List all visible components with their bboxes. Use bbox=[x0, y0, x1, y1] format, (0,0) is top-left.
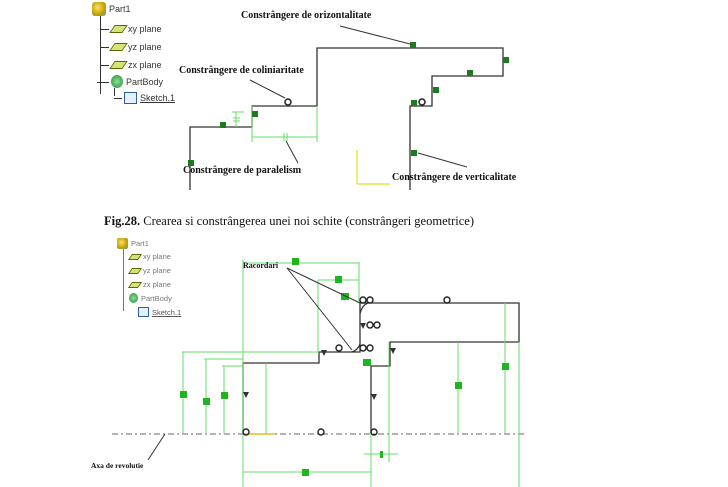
callout-collinear-constraint: Constrângere de coliniaritate bbox=[179, 65, 304, 76]
tree-node-part[interactable]: Part1 bbox=[117, 238, 149, 249]
vertical-constraint-symbols-bottom bbox=[243, 323, 396, 400]
callout-horizontal-constraint: Constrângere de orizontalitate bbox=[241, 10, 372, 21]
dimension-box bbox=[203, 398, 210, 405]
spec-tree-bottom: Part1 xy plane yz plane zx plane PartBod… bbox=[117, 238, 217, 323]
fillet-radius-box bbox=[363, 359, 371, 366]
figure-caption: Fig.28. Crearea si constrângerea unei no… bbox=[104, 214, 474, 229]
bottom-profile bbox=[242, 302, 520, 433]
profile-polyline bbox=[242, 302, 520, 433]
plane-icon bbox=[127, 281, 143, 288]
callout-parallel-constraint: Constrângere de paralelism bbox=[183, 165, 302, 176]
parallel-constraint-geometry bbox=[232, 106, 318, 142]
vertical-constraint-icon bbox=[252, 111, 258, 117]
dimension-box bbox=[335, 276, 342, 283]
horizontal-constraint-icon bbox=[410, 42, 416, 48]
dimension-values-bottom bbox=[180, 258, 509, 476]
tree-label-partbody: PartBody bbox=[141, 293, 172, 303]
tree-label-zx-plane: zx plane bbox=[128, 60, 162, 70]
dimension-box bbox=[292, 258, 299, 265]
partbody-icon bbox=[111, 75, 123, 88]
horizontal-constraint-icon bbox=[467, 70, 473, 76]
tree-label-xy-plane: xy plane bbox=[143, 252, 171, 261]
callout-vertical-constraint: Constrângere de verticalitate bbox=[392, 172, 517, 183]
tree-label-sketch: Sketch.1 bbox=[140, 93, 176, 103]
tree-node-yz-plane[interactable]: yz plane bbox=[101, 42, 162, 52]
fillet-arc bbox=[351, 343, 361, 353]
tree-label-yz-plane: yz plane bbox=[143, 266, 171, 275]
sketch-icon bbox=[138, 307, 149, 317]
sketch-origin-axes bbox=[356, 150, 390, 185]
callout-leaders-top bbox=[249, 25, 468, 168]
callout-revolution-axis: Axa de revolutie bbox=[91, 461, 144, 470]
dimension-box bbox=[380, 451, 383, 458]
callout-fillets: Racordari bbox=[243, 261, 279, 270]
coincidence-icon bbox=[418, 98, 426, 106]
tree-label-zx-plane: zx plane bbox=[143, 280, 171, 289]
dimension-box bbox=[455, 382, 462, 389]
tree-label-xy-plane: xy plane bbox=[128, 24, 162, 34]
vertical-constraint-icon bbox=[188, 160, 194, 166]
tree-label-sketch: Sketch.1 bbox=[152, 307, 182, 317]
dimension-box bbox=[221, 392, 228, 399]
partbody-icon bbox=[129, 293, 138, 303]
tree-node-sketch[interactable]: Sketch.1 bbox=[114, 92, 175, 104]
tree-node-zx-plane[interactable]: zx plane bbox=[124, 280, 171, 289]
tree-label-partbody: PartBody bbox=[126, 76, 164, 87]
plane-icon bbox=[127, 267, 143, 274]
figure-number: Fig.28. bbox=[104, 214, 141, 228]
vertical-constraint-icon bbox=[503, 57, 509, 63]
fillet-radius-box bbox=[341, 293, 349, 300]
tree-node-zx-plane[interactable]: zx plane bbox=[101, 60, 162, 70]
tree-label-part: Part1 bbox=[131, 239, 149, 248]
tree-node-part[interactable]: Part1 bbox=[92, 2, 131, 16]
fillet-arc bbox=[359, 302, 369, 315]
callout-leaders-bottom bbox=[147, 267, 361, 461]
tree-node-xy-plane[interactable]: xy plane bbox=[124, 252, 171, 261]
tree-node-sketch[interactable]: Sketch.1 bbox=[132, 307, 181, 317]
constraint-symbols-top bbox=[188, 42, 509, 166]
plane-icon bbox=[127, 253, 143, 260]
coincidence-symbols-top bbox=[284, 98, 426, 106]
figure-caption-text: Crearea si constrângerea unei noi schite… bbox=[140, 214, 474, 228]
horizontal-constraint-icon bbox=[411, 100, 417, 106]
sketch-icon bbox=[124, 92, 137, 104]
vertical-constraint-icon bbox=[433, 87, 439, 93]
dimension-box bbox=[180, 391, 187, 398]
tree-label-part: Part1 bbox=[109, 4, 131, 14]
collinear-constraint-icon bbox=[284, 98, 292, 106]
dimension-lines-bottom bbox=[182, 260, 520, 487]
dimension-box bbox=[502, 363, 509, 370]
tree-node-yz-plane[interactable]: yz plane bbox=[124, 266, 171, 275]
vertical-constraint-icon bbox=[411, 150, 417, 156]
part-icon bbox=[117, 238, 128, 249]
horizontal-constraint-icon bbox=[220, 122, 226, 128]
tree-node-partbody[interactable]: PartBody bbox=[121, 293, 172, 303]
dimension-box bbox=[302, 469, 309, 476]
tree-label-yz-plane: yz plane bbox=[128, 42, 162, 52]
tree-node-partbody[interactable]: PartBody bbox=[97, 75, 163, 88]
part-icon bbox=[92, 2, 106, 16]
coincidence-symbols-bottom bbox=[242, 296, 451, 436]
spec-tree-top: Part1 xy plane yz plane zx plane PartBod… bbox=[92, 2, 202, 107]
tree-node-xy-plane[interactable]: xy plane bbox=[101, 24, 162, 34]
